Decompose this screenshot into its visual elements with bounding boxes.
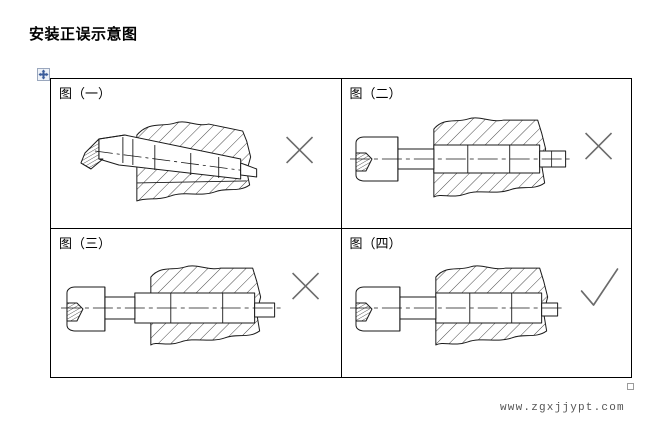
figure-label-3: 图（三） xyxy=(59,236,112,252)
figure-drawing-4 xyxy=(342,247,632,375)
page-title: 安装正误示意图 xyxy=(29,26,138,43)
figure-label-1: 图（一） xyxy=(59,87,112,102)
table-row: 图（一） xyxy=(50,78,632,229)
table-resize-handle[interactable] xyxy=(627,383,634,390)
table-cell-figure-4[interactable]: 图（四） xyxy=(340,227,632,378)
table-cell-figure-3[interactable]: 图（三） xyxy=(50,227,342,378)
figure-label-2: 图（二） xyxy=(349,87,402,102)
table-cell-figure-1[interactable]: 图（一） xyxy=(50,78,342,229)
figure-drawing-3 xyxy=(51,247,341,375)
table-cell-figure-2[interactable]: 图（二） xyxy=(340,78,632,229)
move-cross-icon xyxy=(38,69,49,80)
cross-mark-icon xyxy=(292,272,320,300)
cross-mark-icon xyxy=(286,136,314,164)
figure-drawing-1 xyxy=(51,97,341,225)
figure-label-4: 图（四） xyxy=(349,236,402,252)
check-mark-icon xyxy=(580,267,618,306)
table-row: 图（三） xyxy=(50,227,632,378)
site-watermark: www.zgxjjypt.com xyxy=(500,402,625,414)
table-move-handle[interactable] xyxy=(37,68,50,81)
figure-drawing-2 xyxy=(342,97,632,225)
figure-table: 图（一） xyxy=(50,78,632,378)
cross-mark-icon xyxy=(584,132,612,160)
